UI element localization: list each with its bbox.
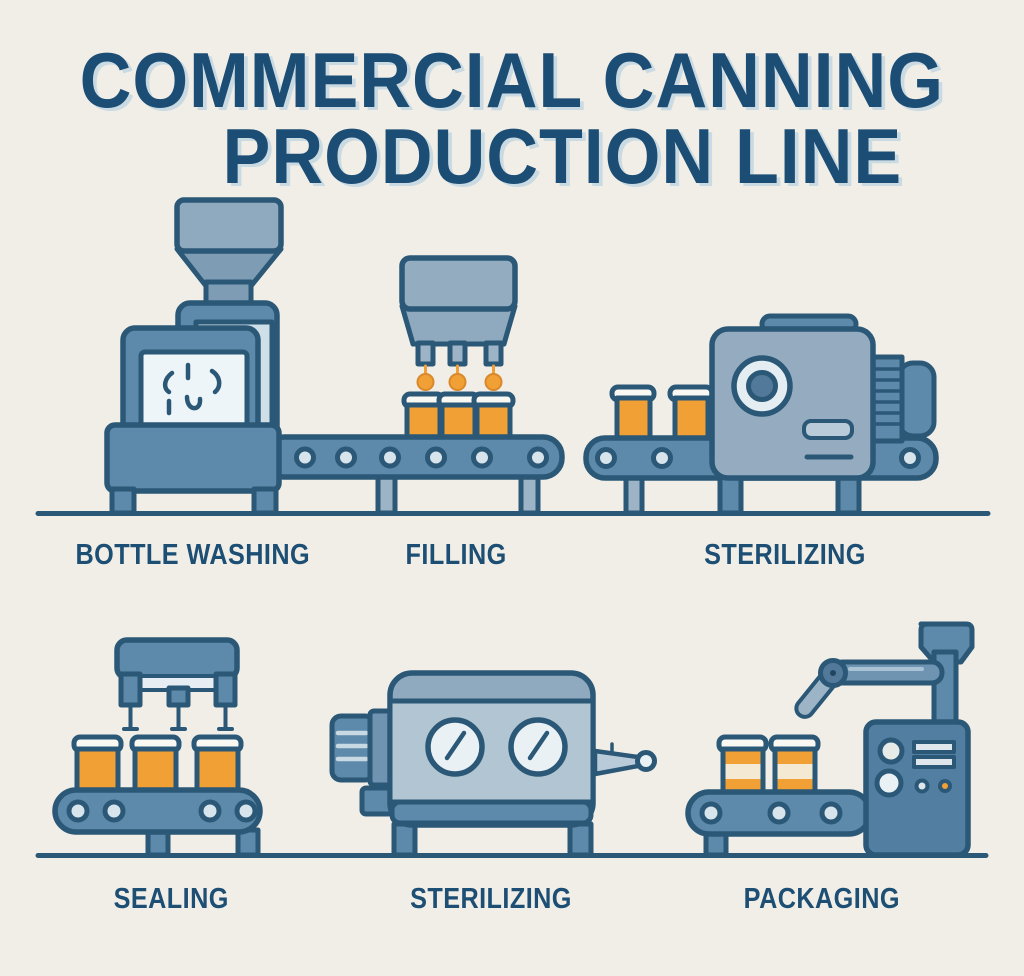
stage-label-sterilizing-bottom: STERILIZING xyxy=(410,883,572,915)
machine-leg xyxy=(391,821,418,858)
production-row-top xyxy=(35,197,991,516)
sterilizer-slot xyxy=(802,419,854,440)
water-droplets xyxy=(162,362,222,416)
filled-jars xyxy=(401,391,516,441)
sterilizer-jars xyxy=(609,384,715,442)
washer-hopper xyxy=(174,197,284,309)
orange-indicator-light xyxy=(938,779,952,793)
liquid-drops xyxy=(416,364,503,391)
stage-label-bottle-washing: BOTTLE WASHING xyxy=(75,539,311,571)
stage-label-packaging: PACKAGING xyxy=(743,883,901,915)
sealing-conveyor xyxy=(52,787,263,858)
filling-machine-illustration xyxy=(399,255,518,441)
stage-label-filling: FILLING xyxy=(405,539,507,571)
sterilizer-leg xyxy=(835,474,862,516)
sterilizing-machine-top-illustration xyxy=(583,313,939,516)
sterilizer-motor-left xyxy=(329,708,395,788)
filling-hopper xyxy=(399,255,518,347)
conveyor-belt-left xyxy=(262,434,565,516)
washer-base xyxy=(104,422,282,516)
packaging-machine-illustration xyxy=(685,621,975,858)
production-row-bottom xyxy=(35,621,989,858)
control-panel xyxy=(874,737,956,798)
filling-nozzles xyxy=(415,340,504,367)
bottle-washing-machine-illustration xyxy=(120,197,284,443)
machine-leg xyxy=(567,821,594,858)
sterilizing-machine-bottom-illustration xyxy=(329,670,657,858)
press-rods xyxy=(122,703,234,731)
robotic-arm xyxy=(794,658,945,719)
sterilizer-base-band xyxy=(389,799,594,826)
sealing-machine-illustration xyxy=(52,637,263,858)
sterilizer-leg xyxy=(717,474,744,516)
stage-label-sterilizing-top: STERILIZING xyxy=(704,539,866,571)
page-title: COMMERCIAL CANNING PRODUCTION LINE xyxy=(0,36,1024,200)
sterilizer-motor xyxy=(866,354,937,444)
steam-nozzle xyxy=(592,742,657,777)
wash-window xyxy=(138,349,250,430)
labeled-jars xyxy=(716,734,821,795)
title-line-2: PRODUCTION LINE xyxy=(222,112,902,200)
pressure-gauge xyxy=(425,717,485,777)
packaging-conveyor xyxy=(685,789,873,858)
porthole xyxy=(731,355,793,417)
title-line-1: COMMERCIAL CANNING xyxy=(79,36,945,124)
sealed-jars xyxy=(71,734,244,795)
pressure-gauge xyxy=(508,717,568,777)
stage-label-sealing: SEALING xyxy=(113,883,229,915)
